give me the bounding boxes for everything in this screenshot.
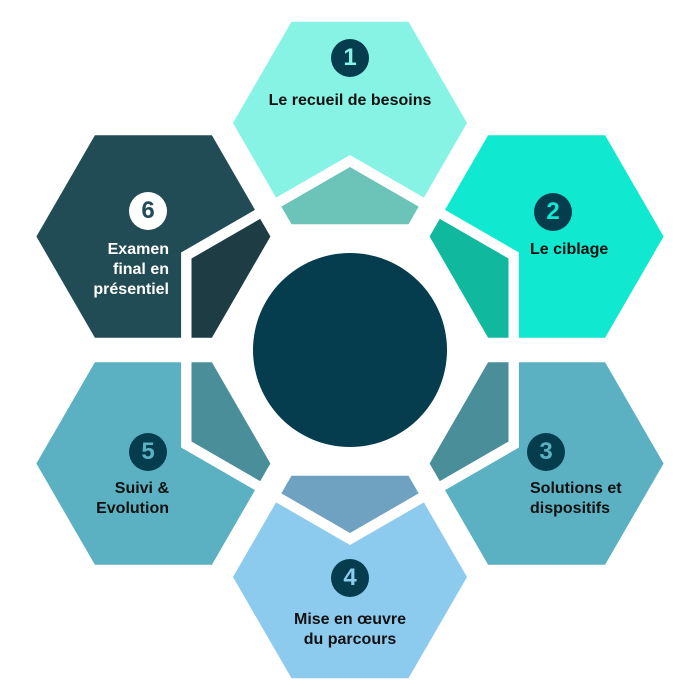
step-3-number: 3	[539, 438, 553, 465]
step-5-badge: 5	[129, 433, 167, 471]
step-4-badge: 4	[331, 559, 369, 597]
step-1-label: Le recueil de besoins	[268, 92, 432, 109]
step-2-label: Le ciblage	[530, 241, 609, 258]
center-circle	[253, 253, 447, 447]
step-1-hexagon	[233, 21, 467, 225]
step-6-label: Examen final en présentiel	[93, 241, 169, 298]
step-5-number: 5	[141, 438, 155, 465]
step-4-number: 4	[343, 564, 357, 591]
step-5-label: Suivi & Evolution	[96, 480, 169, 517]
step-6-number: 6	[141, 197, 155, 224]
step-3-badge: 3	[527, 433, 565, 471]
step-2-badge: 2	[534, 193, 572, 231]
step-6-badge: 6	[129, 192, 167, 230]
step-2-number: 2	[546, 198, 560, 225]
step-3-label: Solutions et dispositifs	[530, 480, 622, 517]
step-1-badge: 1	[331, 39, 369, 77]
step-1-number: 1	[343, 44, 357, 71]
step-4-label: Mise en œuvre du parcours	[293, 611, 407, 648]
